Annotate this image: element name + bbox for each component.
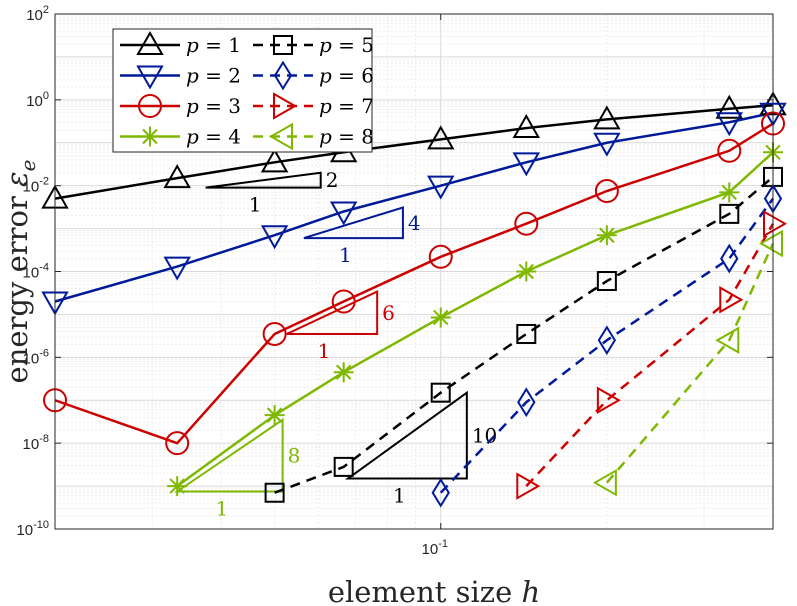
legend-label-p6: p = 6: [319, 64, 374, 88]
series-line-p8: [605, 242, 775, 484]
legend-label-p5: p = 5: [319, 33, 374, 57]
series-line-p3: [54, 122, 774, 445]
slope-triangle: [286, 290, 379, 335]
series-line-p1: [54, 103, 774, 200]
data-point-p5: [516, 323, 537, 344]
data-point-p6: [517, 387, 536, 418]
y-tick-label: 10-4: [23, 262, 49, 282]
legend-marker-p4: [140, 126, 160, 147]
data-point-p4: [719, 182, 740, 203]
data-point-p2: [512, 152, 541, 177]
data-point-p5: [430, 382, 451, 403]
data-point-p7: [763, 209, 788, 238]
data-point-p1: [593, 105, 621, 130]
data-point-p6: [597, 325, 617, 356]
data-point-p4: [430, 307, 451, 328]
legend-marker-p2: [136, 65, 164, 90]
legend-label-p7: p = 7: [319, 94, 374, 118]
data-point-p3: [428, 244, 453, 269]
slope-run-label: 1: [318, 339, 331, 363]
data-point-p8: [715, 326, 740, 354]
y-tick-label: 102: [26, 4, 49, 24]
tick-labels: 10-10 10-8 10-6 10-4 10-2 100 102 10-1: [16, 4, 448, 558]
slope-run-label: 1: [249, 193, 262, 217]
data-point-p8: [758, 229, 783, 258]
data-point-p2: [427, 175, 455, 200]
data-point-p4: [596, 225, 617, 246]
data-point-p7: [516, 472, 541, 500]
data-point-p5: [719, 203, 740, 224]
data-point-p3: [717, 138, 742, 163]
slope-rise-label: 2: [326, 168, 339, 192]
legend-marker-p1: [136, 30, 164, 55]
data-point-p8: [592, 468, 617, 497]
data-point-p7: [719, 285, 744, 314]
slope-triangle: [205, 171, 322, 189]
data-point-p2: [329, 201, 358, 226]
data-point-p1: [163, 164, 191, 189]
y-tick-label: 100: [26, 90, 49, 110]
grid: [54, 14, 774, 530]
data-point-p4: [167, 476, 188, 497]
slope-run-label: 1: [339, 243, 352, 267]
data-point-p2: [715, 112, 744, 137]
data-point-p4: [333, 362, 354, 383]
series-lines: [54, 103, 775, 494]
axis-ticks: [55, 13, 773, 530]
data-point-p3: [514, 211, 539, 236]
data-point-p4: [516, 261, 537, 282]
y-tick-label: 10-6: [23, 347, 49, 367]
x-tick-label: 10-1: [422, 538, 448, 558]
y-tick-label: 10-8: [23, 433, 49, 453]
x-axis-label: element size h: [328, 575, 540, 606]
data-point-p6: [720, 243, 739, 274]
legend-label-p3: p = 3: [186, 94, 241, 118]
slope-rise-label: 6: [382, 301, 395, 325]
data-point-p2: [593, 132, 621, 157]
slope-rise-label: 8: [288, 444, 301, 468]
data-point-p3: [262, 321, 287, 346]
legend-label-p8: p = 8: [319, 125, 374, 149]
series-line-p5: [274, 175, 774, 494]
slope-triangle: [303, 206, 404, 240]
data-point-p5: [596, 271, 617, 292]
legend-marker-p5: [273, 35, 293, 55]
data-point-p1: [260, 148, 289, 173]
data-point-p2: [163, 256, 191, 281]
y-axis-label: energy error εe: [0, 160, 40, 384]
data-point-p7: [596, 386, 621, 414]
slope-run-label: 1: [393, 484, 406, 508]
data-point-p1: [512, 114, 541, 139]
y-tick-label: 10-10: [16, 519, 49, 539]
legend-marker-p7: [273, 92, 298, 120]
slope-run-label: 1: [216, 496, 229, 520]
data-point-p4: [264, 405, 285, 426]
legend-marker-p3: [138, 94, 162, 118]
data-point-p3: [594, 179, 619, 204]
legend-marker-p6: [273, 60, 293, 91]
data-point-p1: [715, 94, 744, 119]
legend: p = 1 p = 2 p = 3 p = 4 p = 5 p = 6 p = 7 p = 8: [112, 28, 374, 153]
slope-triangle: [173, 417, 284, 493]
series-line-p2: [54, 111, 774, 303]
data-point-p2: [260, 225, 289, 250]
data-point-p1: [427, 125, 455, 150]
series-line-p4: [176, 151, 774, 488]
data-point-p5: [333, 456, 354, 477]
legend-label-p1: p = 1: [186, 33, 241, 57]
series-line-p7: [525, 223, 775, 487]
y-tick-label: 10-2: [23, 176, 49, 196]
series-line-p6: [439, 197, 775, 494]
legend-marker-p8: [268, 122, 293, 151]
slope-triangle: [344, 390, 468, 480]
legend-label-p4: p = 4: [186, 125, 241, 149]
legend-label-p2: p = 2: [186, 64, 241, 88]
data-point-p6: [431, 477, 450, 508]
slope-rise-label: 4: [408, 211, 421, 235]
data-point-p3: [165, 431, 190, 456]
data-point-p5: [264, 482, 285, 503]
data-point-p3: [331, 289, 356, 314]
